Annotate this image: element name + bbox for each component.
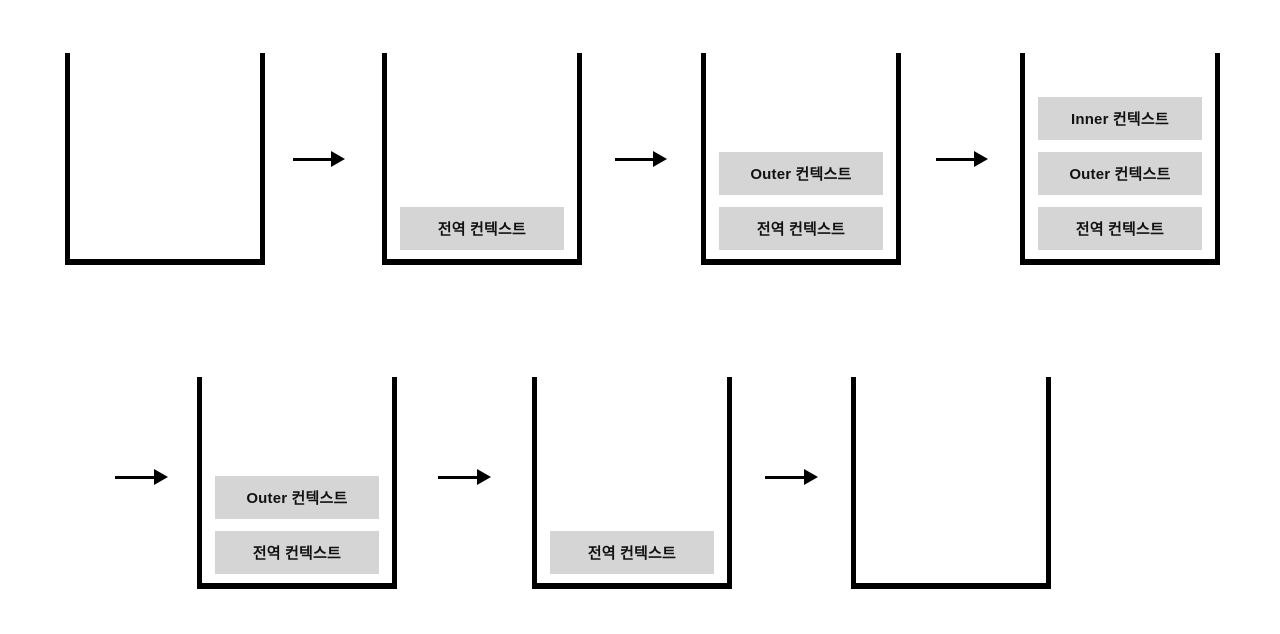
arrow-head — [653, 151, 667, 167]
arrow-right-icon — [615, 151, 667, 167]
stack-step-5: Outer 컨텍스트 전역 컨텍스트 — [197, 377, 397, 589]
stack-contents — [856, 377, 1046, 583]
stack-step-4: Inner 컨텍스트 Outer 컨텍스트 전역 컨텍스트 — [1020, 53, 1220, 265]
arrow-shaft — [438, 475, 477, 479]
arrow-shaft — [293, 157, 331, 161]
arrow-right-icon — [936, 151, 988, 167]
arrow-shaft — [936, 157, 974, 161]
context-box: Outer 컨텍스트 — [215, 476, 379, 519]
arrow-head — [331, 151, 345, 167]
stack-step-6: 전역 컨텍스트 — [532, 377, 732, 589]
stack-contents: Outer 컨텍스트 전역 컨텍스트 — [202, 377, 392, 583]
arrow-right-icon — [438, 469, 491, 485]
context-box: 전역 컨텍스트 — [719, 207, 883, 250]
stack-contents — [70, 53, 260, 259]
arrow-right-icon — [293, 151, 345, 167]
arrow-shaft — [615, 157, 653, 161]
context-box: 전역 컨텍스트 — [1038, 207, 1202, 250]
arrow-head — [804, 469, 818, 485]
stack-contents: Outer 컨텍스트 전역 컨텍스트 — [706, 53, 896, 259]
context-box: 전역 컨텍스트 — [400, 207, 564, 250]
stack-contents: 전역 컨텍스트 — [387, 53, 577, 259]
arrow-head — [154, 469, 168, 485]
arrow-shaft — [765, 475, 804, 479]
stack-step-1 — [65, 53, 265, 265]
arrow-shaft — [115, 475, 154, 479]
stack-contents: 전역 컨텍스트 — [537, 377, 727, 583]
stack-step-3: Outer 컨텍스트 전역 컨텍스트 — [701, 53, 901, 265]
context-box: Outer 컨텍스트 — [719, 152, 883, 195]
stack-step-2: 전역 컨텍스트 — [382, 53, 582, 265]
stack-step-7 — [851, 377, 1051, 589]
arrow-head — [974, 151, 988, 167]
context-box: 전역 컨텍스트 — [550, 531, 714, 574]
context-box: Outer 컨텍스트 — [1038, 152, 1202, 195]
context-box: 전역 컨텍스트 — [215, 531, 379, 574]
arrow-head — [477, 469, 491, 485]
arrow-right-icon — [115, 469, 168, 485]
stack-contents: Inner 컨텍스트 Outer 컨텍스트 전역 컨텍스트 — [1025, 53, 1215, 259]
arrow-right-icon — [765, 469, 818, 485]
context-box: Inner 컨텍스트 — [1038, 97, 1202, 140]
